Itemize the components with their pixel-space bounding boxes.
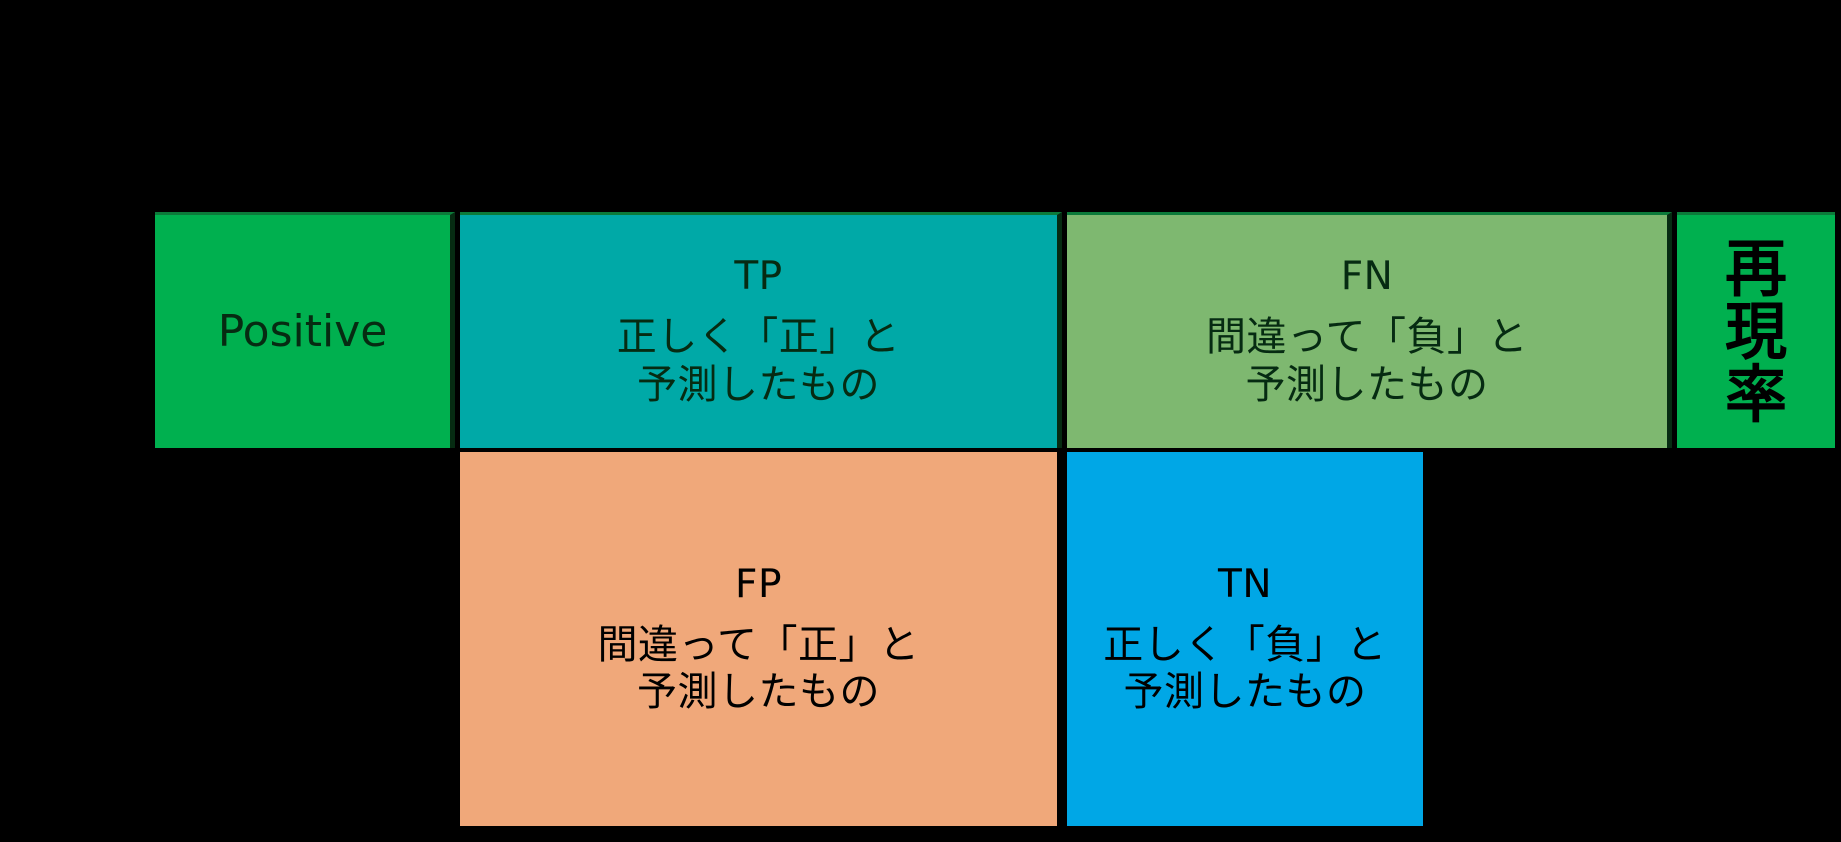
recall-char-1: 再 [1724,231,1787,305]
fn-description: 間違って「負」と 予測したもの [1206,314,1528,408]
actual-positive-label: Positive [217,305,388,357]
fp-description: 間違って「正」と 予測したもの [598,622,920,716]
tn-abbreviation: TN [1218,561,1272,607]
cell-false-negative: FN 間違って「負」と 予測したもの [1067,212,1672,448]
cell-true-negative: TN 正しく「負」と 予測したもの [1067,452,1423,826]
tp-description-line-1: 正しく「正」と [616,314,901,361]
tp-description: 正しく「正」と 予測したもの [617,314,901,408]
tn-content: TN 正しく「負」と 予測したもの [1067,562,1423,716]
cell-false-positive: FP 間違って「正」と 予測したもの [460,452,1062,826]
tn-description-line-2: 予測したもの [1123,669,1367,715]
actual-positive-row-header: Positive [155,212,455,448]
recall-char-3: 率 [1724,358,1787,432]
fn-description-line-1: 間違って「負」と [1206,314,1528,361]
tp-description-line-2: 予測したもの [637,361,880,408]
cell-true-positive: TP 正しく「正」と 予測したもの [460,212,1062,448]
fp-description-line-2: 予測したもの [637,669,880,715]
tp-abbreviation: TP [734,254,783,300]
fn-abbreviation: FN [1340,254,1394,300]
tn-description: 正しく「負」と 予測したもの [1103,622,1387,716]
fn-description-line-2: 予測したもの [1245,361,1489,408]
recall-char-2: 現 [1724,294,1787,368]
recall-column-header: 再 現 率 [1677,212,1835,448]
tn-description-line-1: 正しく「負」と [1103,621,1387,668]
fp-abbreviation: FP [735,561,782,607]
fp-description-line-1: 間違って「正」と [597,621,920,668]
recall-vertical-label: 再 現 率 [1724,231,1787,432]
